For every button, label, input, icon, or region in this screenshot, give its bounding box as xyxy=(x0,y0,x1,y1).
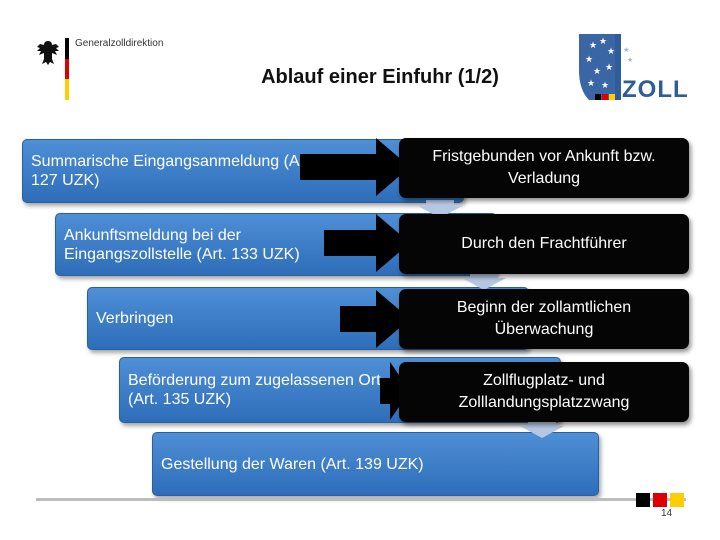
down-arrow-icon xyxy=(520,420,564,438)
svg-text:★: ★ xyxy=(605,63,613,73)
description-text: Fristgebunden vor Ankunft bzw. Verladung xyxy=(432,148,656,187)
right-arrow-icon xyxy=(340,290,410,348)
federal-eagle-icon xyxy=(37,41,59,65)
footer-square-gold xyxy=(670,493,684,507)
description-text: Beginn der zollamtlichen Überwachung xyxy=(456,299,632,338)
svg-text:★: ★ xyxy=(589,41,597,51)
step-label: Summarische Eingangsanmeldung (Art. 127 … xyxy=(31,153,314,189)
right-arrow-icon xyxy=(324,214,410,272)
step-label: Ankunftsmeldung bei der Eingangszollstel… xyxy=(64,226,300,263)
page-title: Ablauf einer Einfuhr (1/2) xyxy=(261,66,499,88)
zoll-emblem-icon: ★ ★ ★ ★ ★ ★ ★ ★ ★ ★ xyxy=(579,34,633,100)
zoll-logo: ★ ★ ★ ★ ★ ★ ★ ★ ★ ★ ZOLL xyxy=(575,30,689,106)
svg-text:★: ★ xyxy=(585,55,593,65)
svg-text:★: ★ xyxy=(599,37,607,47)
right-arrow-icon xyxy=(300,138,410,196)
svg-text:★: ★ xyxy=(601,81,609,91)
svg-text:★: ★ xyxy=(587,79,595,89)
organization-name: Generalzolldirektion xyxy=(75,38,164,49)
description-carrier: Durch den Frachtführer xyxy=(399,214,689,274)
page-number: 14 xyxy=(661,508,673,519)
svg-text:★: ★ xyxy=(593,67,601,77)
footer-square-red xyxy=(653,493,667,507)
step-label: Verbringen xyxy=(96,310,174,327)
step-label: Beförderung zum zugelassenen Ort (Art. 1… xyxy=(128,372,381,408)
german-flag-bar xyxy=(65,38,69,101)
zoll-logo-text: ZOLL xyxy=(622,76,689,103)
footer-divider xyxy=(36,498,686,501)
footer-square-black xyxy=(636,493,650,507)
description-supervision: Beginn der zollamtlichen Überwachung xyxy=(399,289,689,349)
svg-text:★: ★ xyxy=(623,46,629,54)
down-arrow-icon xyxy=(418,200,462,218)
description-airport-rule: Zollflugplatz- und Zolllandungsplatzzwan… xyxy=(399,362,689,422)
step-presentation-goods: Gestellung der Waren (Art. 139 UZK) xyxy=(152,432,599,496)
description-text: Zollflugplatz- und Zolllandungsplatzzwan… xyxy=(458,372,630,411)
svg-text:★: ★ xyxy=(627,56,633,64)
description-text: Durch den Frachtführer xyxy=(461,235,627,252)
right-arrow-icon xyxy=(380,362,410,420)
description-deadline: Fristgebunden vor Ankunft bzw. Verladung xyxy=(399,138,689,198)
down-arrow-icon xyxy=(462,272,506,290)
svg-text:★: ★ xyxy=(607,47,615,57)
step-label: Gestellung der Waren (Art. 139 UZK) xyxy=(161,455,424,473)
